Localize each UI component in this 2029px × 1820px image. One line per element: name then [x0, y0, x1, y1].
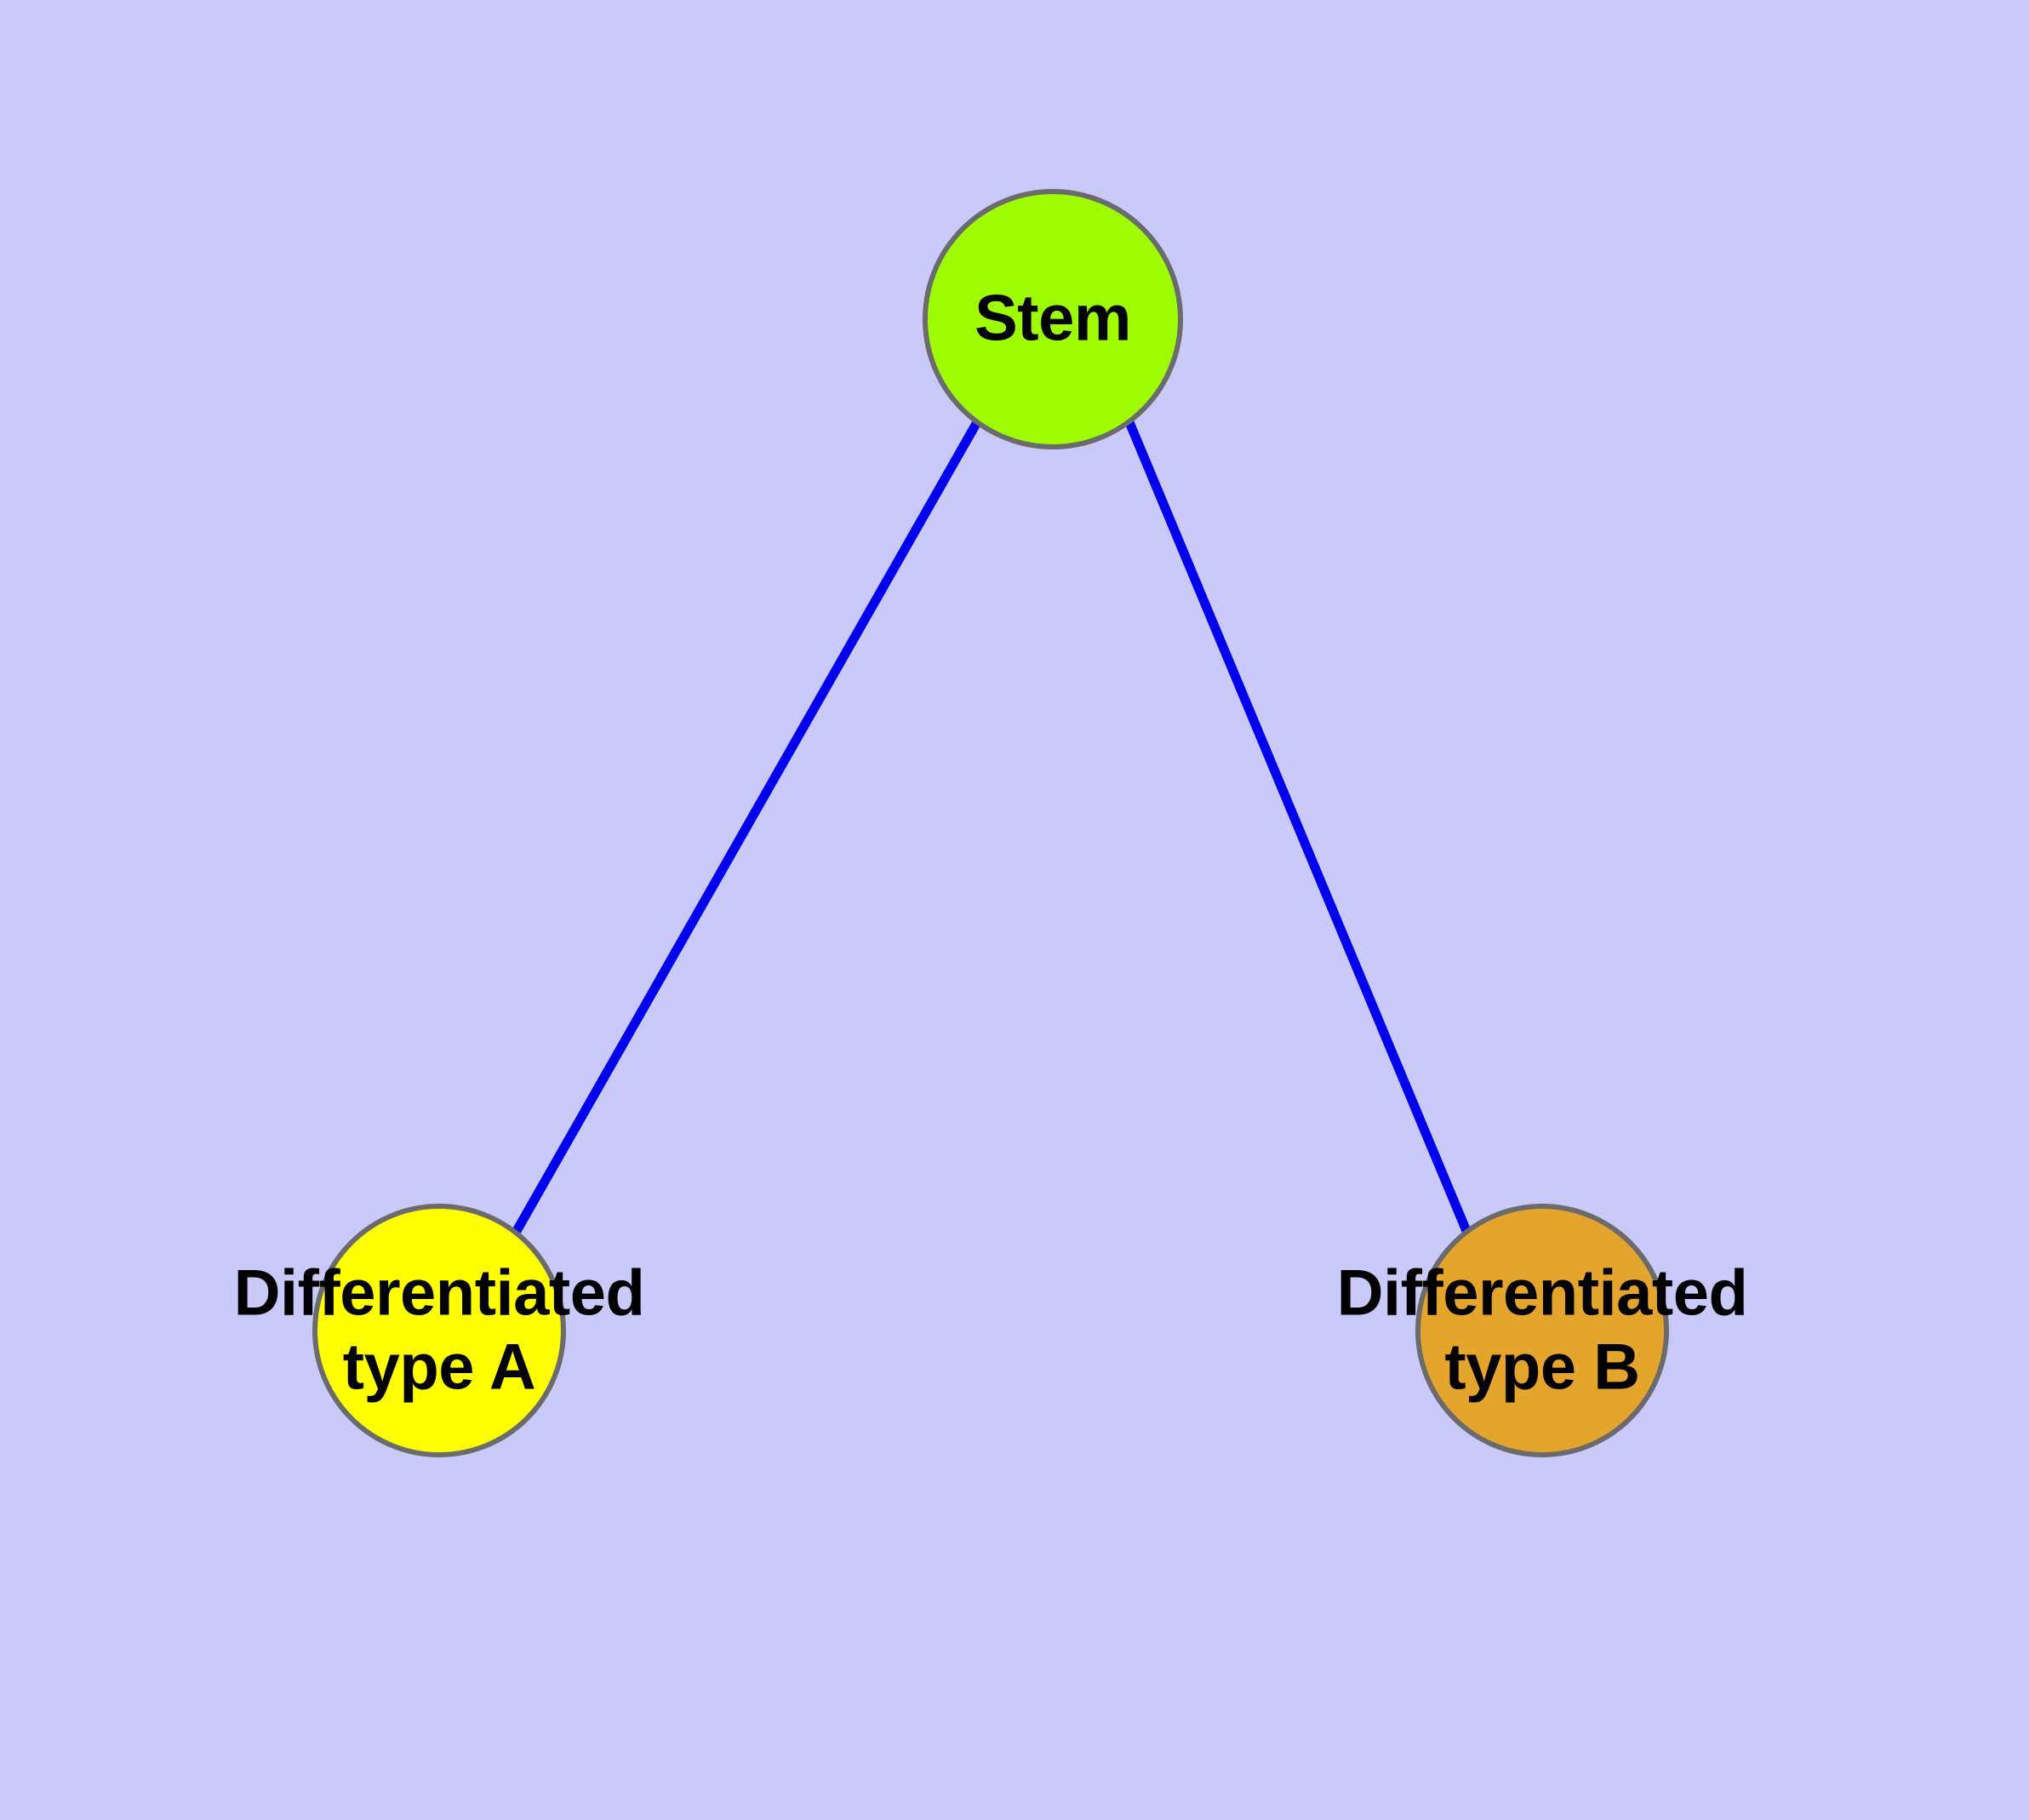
- node-differentiated-type-b[interactable]: [1415, 1204, 1669, 1457]
- edge-stem-to-differentiated-a: [512, 420, 981, 1233]
- node-differentiated-type-a[interactable]: [312, 1204, 566, 1457]
- node-layer: [312, 189, 1669, 1457]
- edge-layer: [512, 420, 1472, 1233]
- edge-stem-to-differentiated-b: [1124, 420, 1472, 1233]
- node-stem[interactable]: [923, 189, 1183, 449]
